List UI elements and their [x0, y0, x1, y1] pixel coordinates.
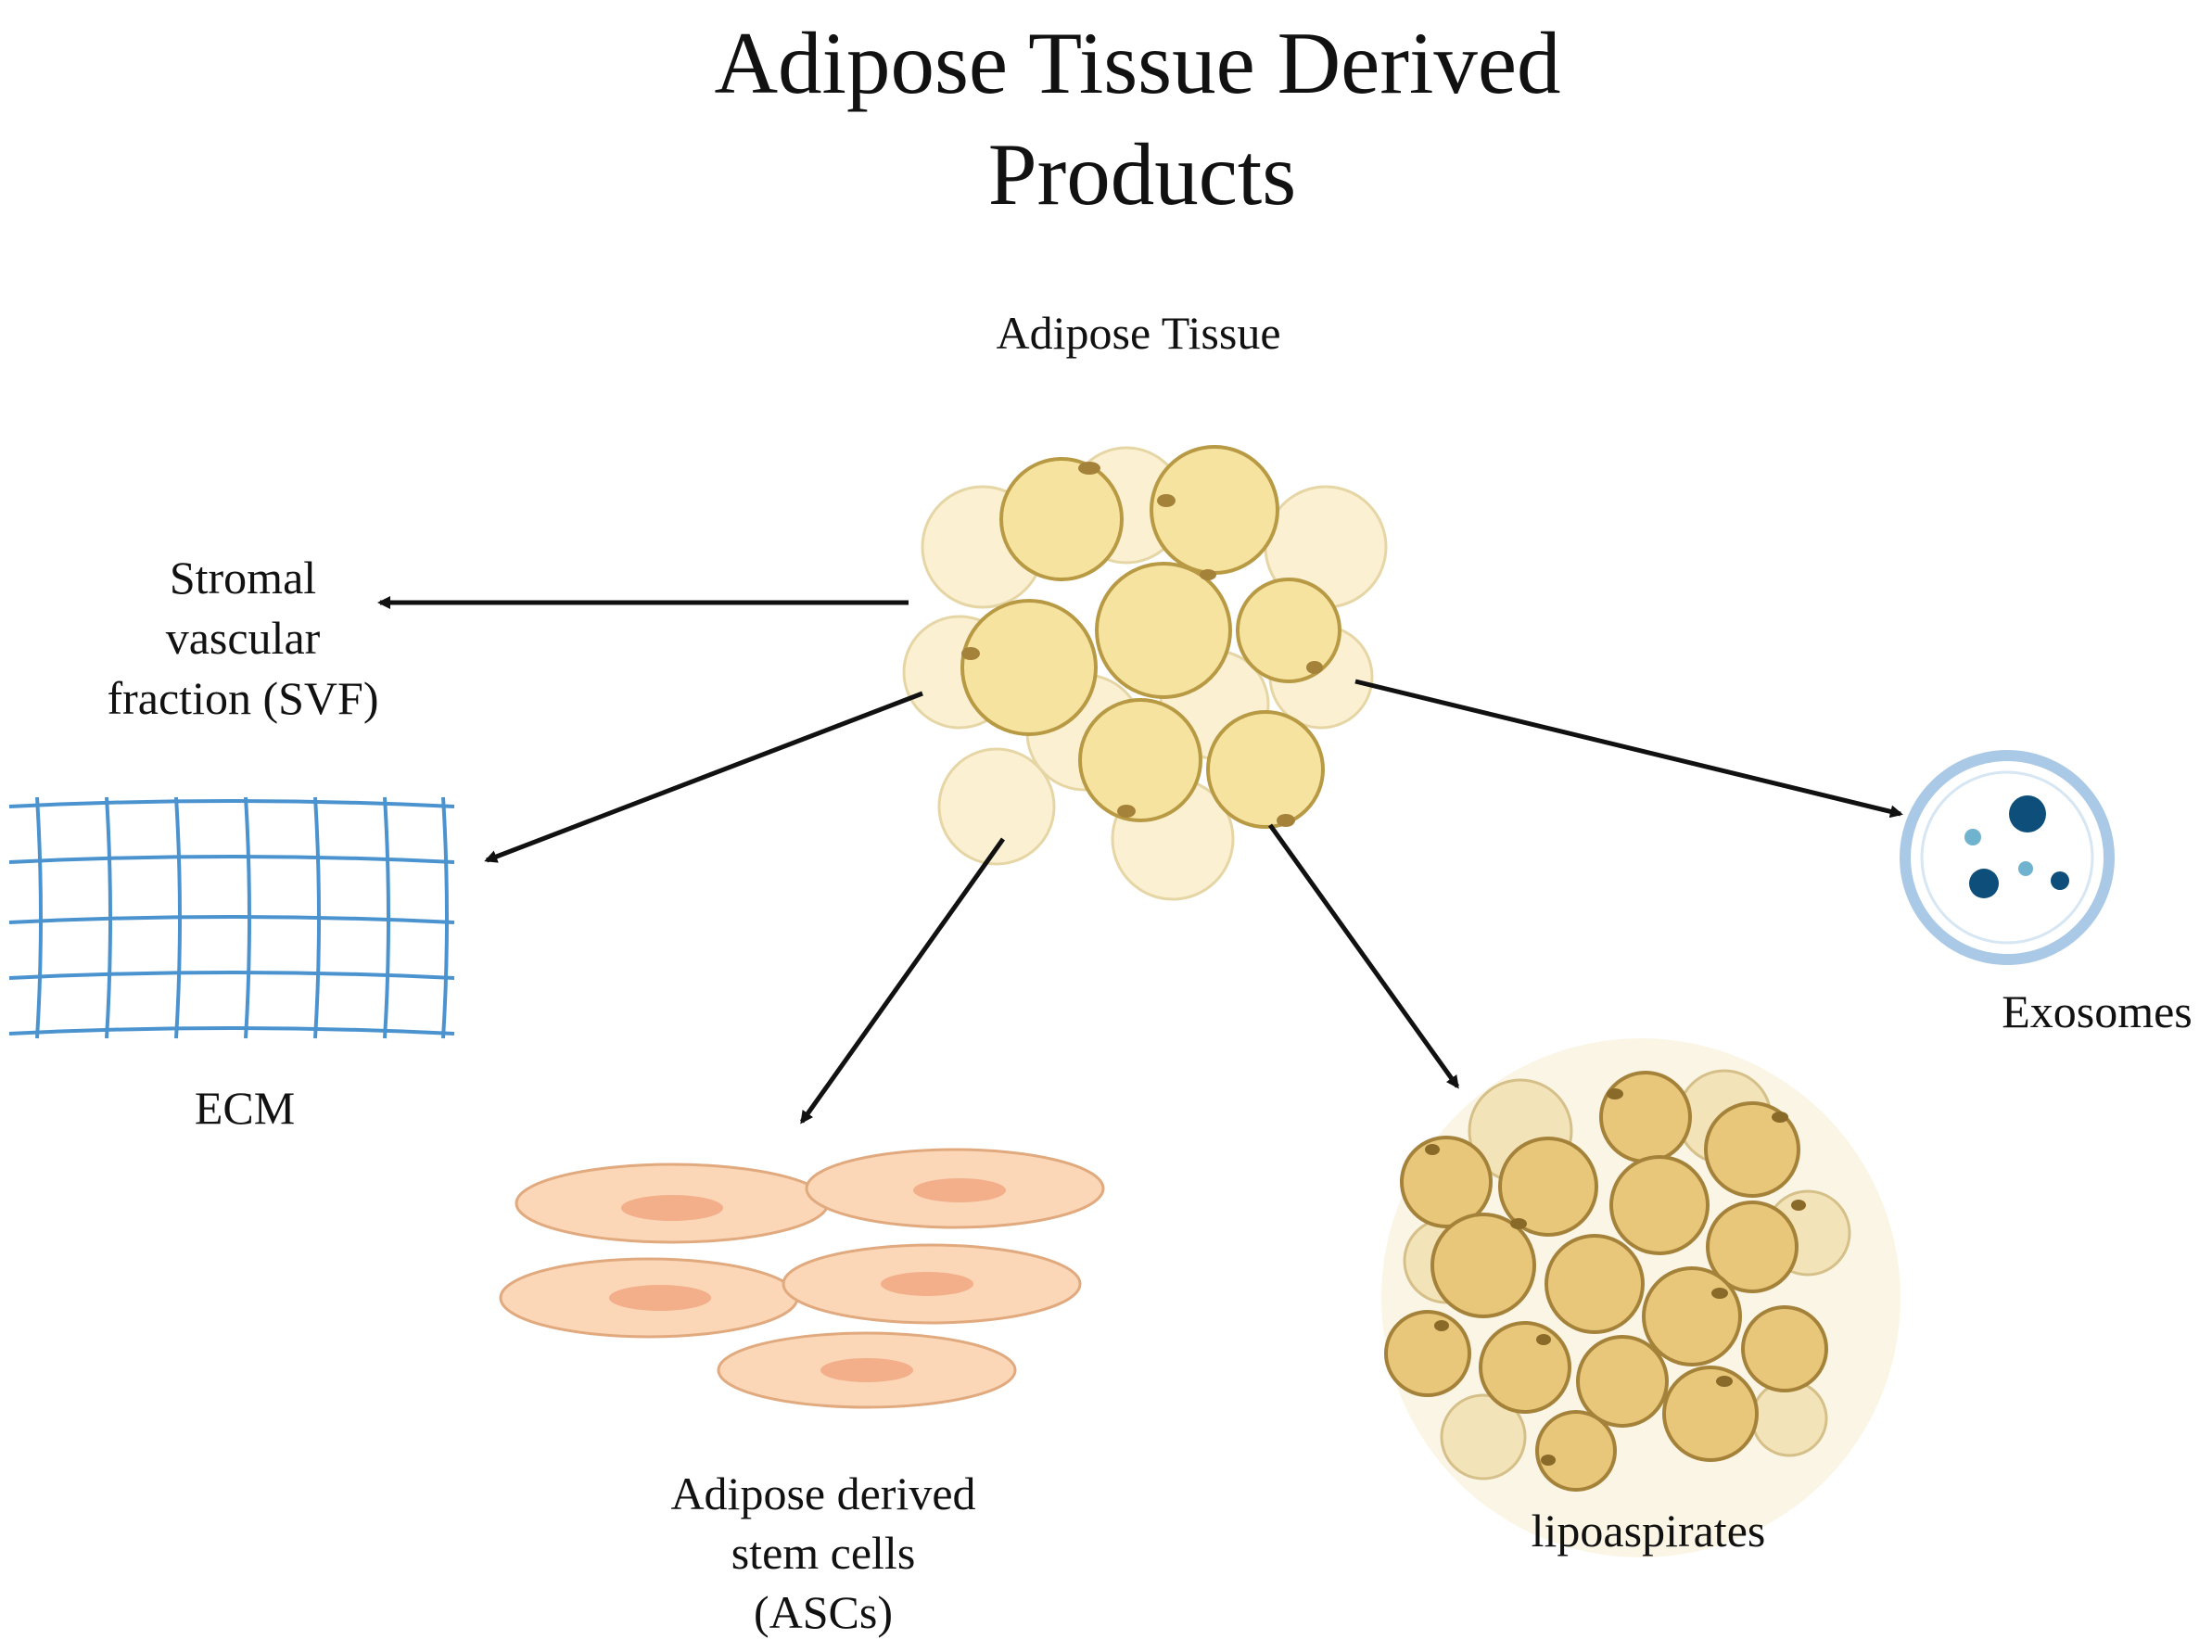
- lipoaspirates-cluster: [1381, 1038, 1901, 1557]
- ecm-mesh-icon: [8, 796, 455, 1039]
- svf-label-line-3: fraction (SVF): [108, 672, 379, 724]
- svf-label-line-1: Stromal: [170, 552, 316, 604]
- ascs-label-line-2: stem cells: [731, 1527, 916, 1579]
- ascs-label-line-1: Adipose derived: [670, 1468, 975, 1519]
- adipose-tissue-cluster: [902, 445, 1388, 901]
- diagram-title-line-2: Products: [988, 125, 1297, 223]
- arrow-to-ecm: [484, 691, 923, 863]
- stem-cells-icon: [499, 1148, 1105, 1409]
- adipose-tissue-label: Adipose Tissue: [996, 307, 1280, 359]
- exosome-icon: [1900, 750, 2115, 965]
- ecm-label: ECM: [195, 1082, 295, 1134]
- arrow-to-lipoaspirates: [1267, 823, 1460, 1089]
- svf-label-line-2: vascular: [166, 612, 321, 664]
- lipoaspirates-label: lipoaspirates: [1532, 1505, 1766, 1557]
- diagram-title-line-1: Adipose Tissue Derived: [714, 14, 1560, 112]
- arrow-to-ascs: [799, 837, 1006, 1125]
- exosomes-label: Exosomes: [2002, 985, 2193, 1037]
- arrow-to-exosomes: [1354, 679, 1903, 819]
- ascs-label-line-3: (ASCs): [754, 1586, 893, 1638]
